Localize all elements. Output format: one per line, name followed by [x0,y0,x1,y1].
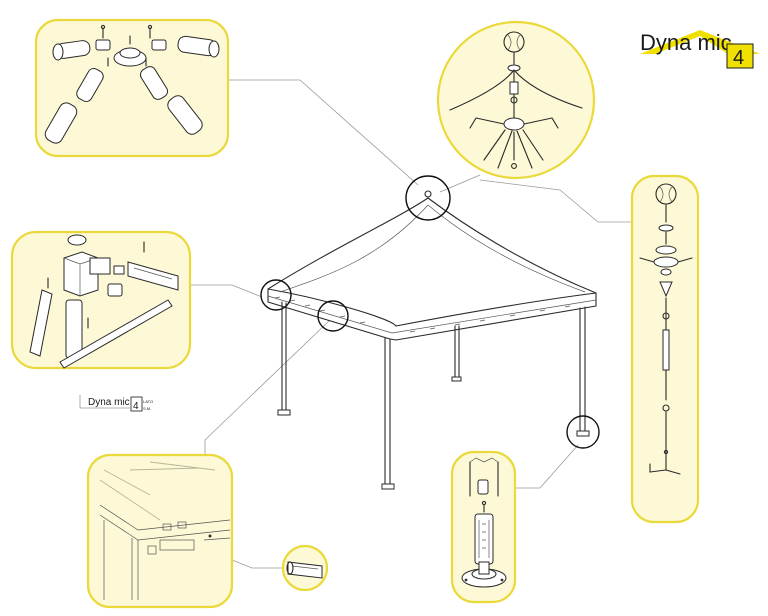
detail-panel-spindle [630,174,700,524]
leader-lines [79,79,632,569]
detail-panel-valance-corner [86,453,234,609]
detail-ring-edge [317,300,349,332]
detail-rings [260,175,600,449]
detail-circle-clip [281,544,329,592]
detail-panel-roof-hub [34,18,230,158]
detail-panel-corner-joint [10,230,192,370]
brand-logo: Dyna mic 4 [640,30,760,69]
detail-panel-finial [436,20,596,180]
small-logo-sub-bottom: S.M. [143,406,151,411]
logo-text: Dyna mic [640,30,732,55]
small-logo-sub-top: LATO [143,399,153,404]
logo-number: 4 [733,47,744,69]
gazebo-main [267,190,597,490]
small-logo-text: Dyna mic [88,397,130,408]
small-logo-number: 4 [133,401,139,412]
small-logo: Dyna mic 4 LATO S.M. [88,396,153,412]
detail-ring-foot [566,415,600,449]
detail-ring-corner [260,279,292,311]
detail-panel-foot [450,450,517,604]
detail-ring-top [405,175,451,221]
